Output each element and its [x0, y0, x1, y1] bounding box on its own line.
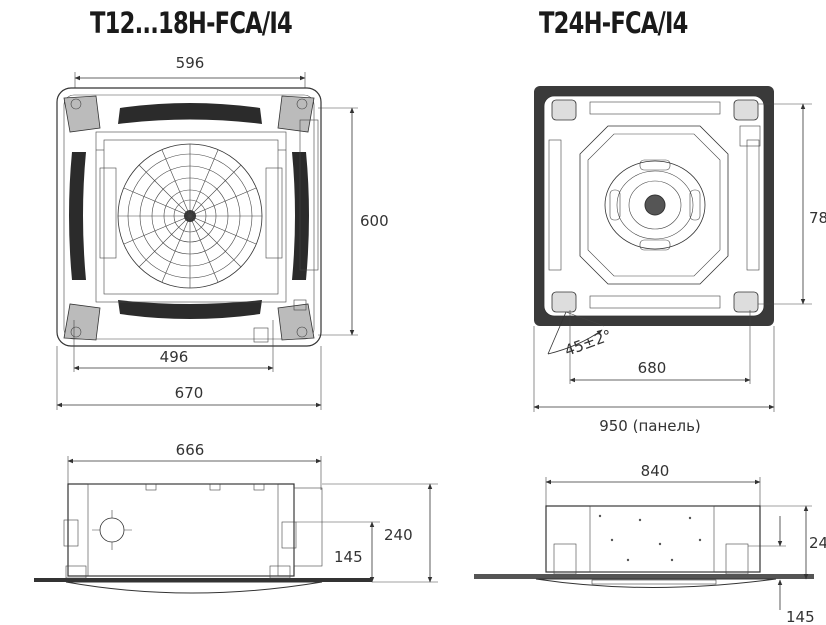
- left-side-view: 666 240 145: [34, 441, 438, 594]
- unit-body: [545, 505, 761, 573]
- fan-assembly: [604, 159, 706, 251]
- dim-label-840: 840: [641, 462, 670, 480]
- dim-label-670: 670: [175, 384, 204, 402]
- inner-body: [579, 125, 729, 285]
- dim-label-78: 78: [809, 209, 826, 227]
- dim-label-600: 600: [360, 212, 389, 230]
- angle-leader: [547, 311, 567, 355]
- air-outlet-bottom: [118, 300, 262, 319]
- panel-profile: [65, 581, 323, 594]
- ceiling-line: [474, 574, 814, 579]
- right-side-view: 840 24 145: [474, 462, 826, 625]
- left-top-view: 596: [56, 54, 389, 410]
- dim-label-950: 950 (панель): [599, 417, 701, 435]
- air-outlet-right: [292, 152, 309, 280]
- air-outlet-left: [69, 152, 86, 280]
- unit-body: [67, 483, 295, 577]
- dim-label-240: 240: [384, 526, 413, 544]
- title-left-model: T12...18H-FCA/I4: [90, 6, 293, 40]
- dim-label-496: 496: [160, 348, 189, 366]
- ceiling-line: [34, 578, 372, 582]
- corner-hangers: [63, 95, 315, 341]
- dim-label-596: 596: [176, 54, 205, 72]
- fan-grille: [117, 143, 263, 289]
- dim-label-145: 145: [334, 548, 363, 566]
- corner-blocks: [551, 99, 761, 313]
- dim-label-24: 24: [809, 534, 826, 552]
- dim-label-666: 666: [176, 441, 205, 459]
- air-outlet-top: [118, 103, 262, 124]
- title-right-model: T24H-FCA/I4: [539, 6, 688, 40]
- dim-label-145: 145: [786, 608, 815, 625]
- dim-label-680: 680: [638, 359, 667, 377]
- right-top-view: 78 45±2° 680 950 (панель): [533, 86, 826, 435]
